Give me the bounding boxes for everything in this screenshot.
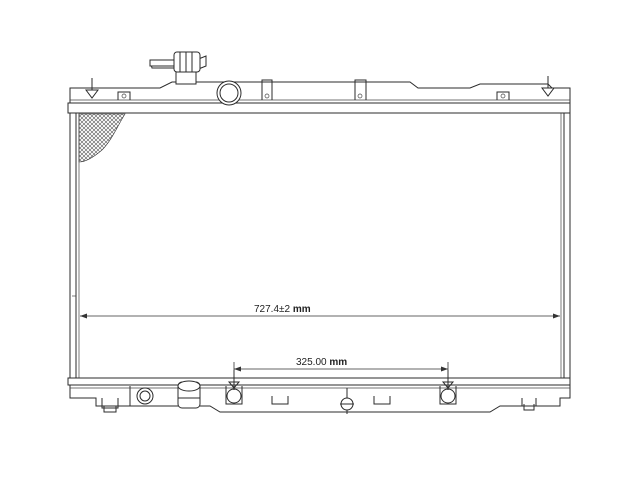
svg-text:727.4±2 mm: 727.4±2 mm [254, 304, 311, 315]
bottom-clip-left [271, 396, 289, 405]
top-bracket-center-right [354, 79, 367, 100]
overall-width-unit: mm [293, 304, 311, 315]
top-bracket-right [496, 91, 510, 100]
mount-spacing-dimension: 325.00 mm [233, 357, 449, 376]
bottom-bracket-right [521, 398, 537, 411]
top-bracket-left [117, 91, 131, 100]
overall-width-value: 727.4±2 [254, 304, 291, 315]
bottom-bracket-left [101, 398, 119, 413]
overall-width-dimension: 727.4±2 mm [80, 304, 560, 319]
filler-neck [149, 51, 207, 85]
svg-text:325.00 mm: 325.00 mm [296, 357, 347, 368]
core-fin-detail [78, 113, 126, 163]
center-drain-cock [340, 388, 354, 414]
right-bottom-mount-grommet [439, 370, 457, 405]
radiator-core [69, 112, 571, 379]
left-top-mount-pin [85, 78, 99, 99]
bottom-tank [67, 377, 571, 413]
drain-plug [136, 387, 154, 405]
top-bracket-center-left [261, 79, 273, 100]
bottom-clip-right [373, 396, 391, 405]
lower-hose-outlet [177, 380, 201, 409]
mount-spacing-unit: mm [329, 357, 347, 368]
top-tank [67, 81, 571, 114]
upper-hose-outlet [216, 80, 242, 106]
mount-spacing-value: 325.00 [296, 357, 327, 368]
right-top-mount-pin [541, 76, 555, 97]
